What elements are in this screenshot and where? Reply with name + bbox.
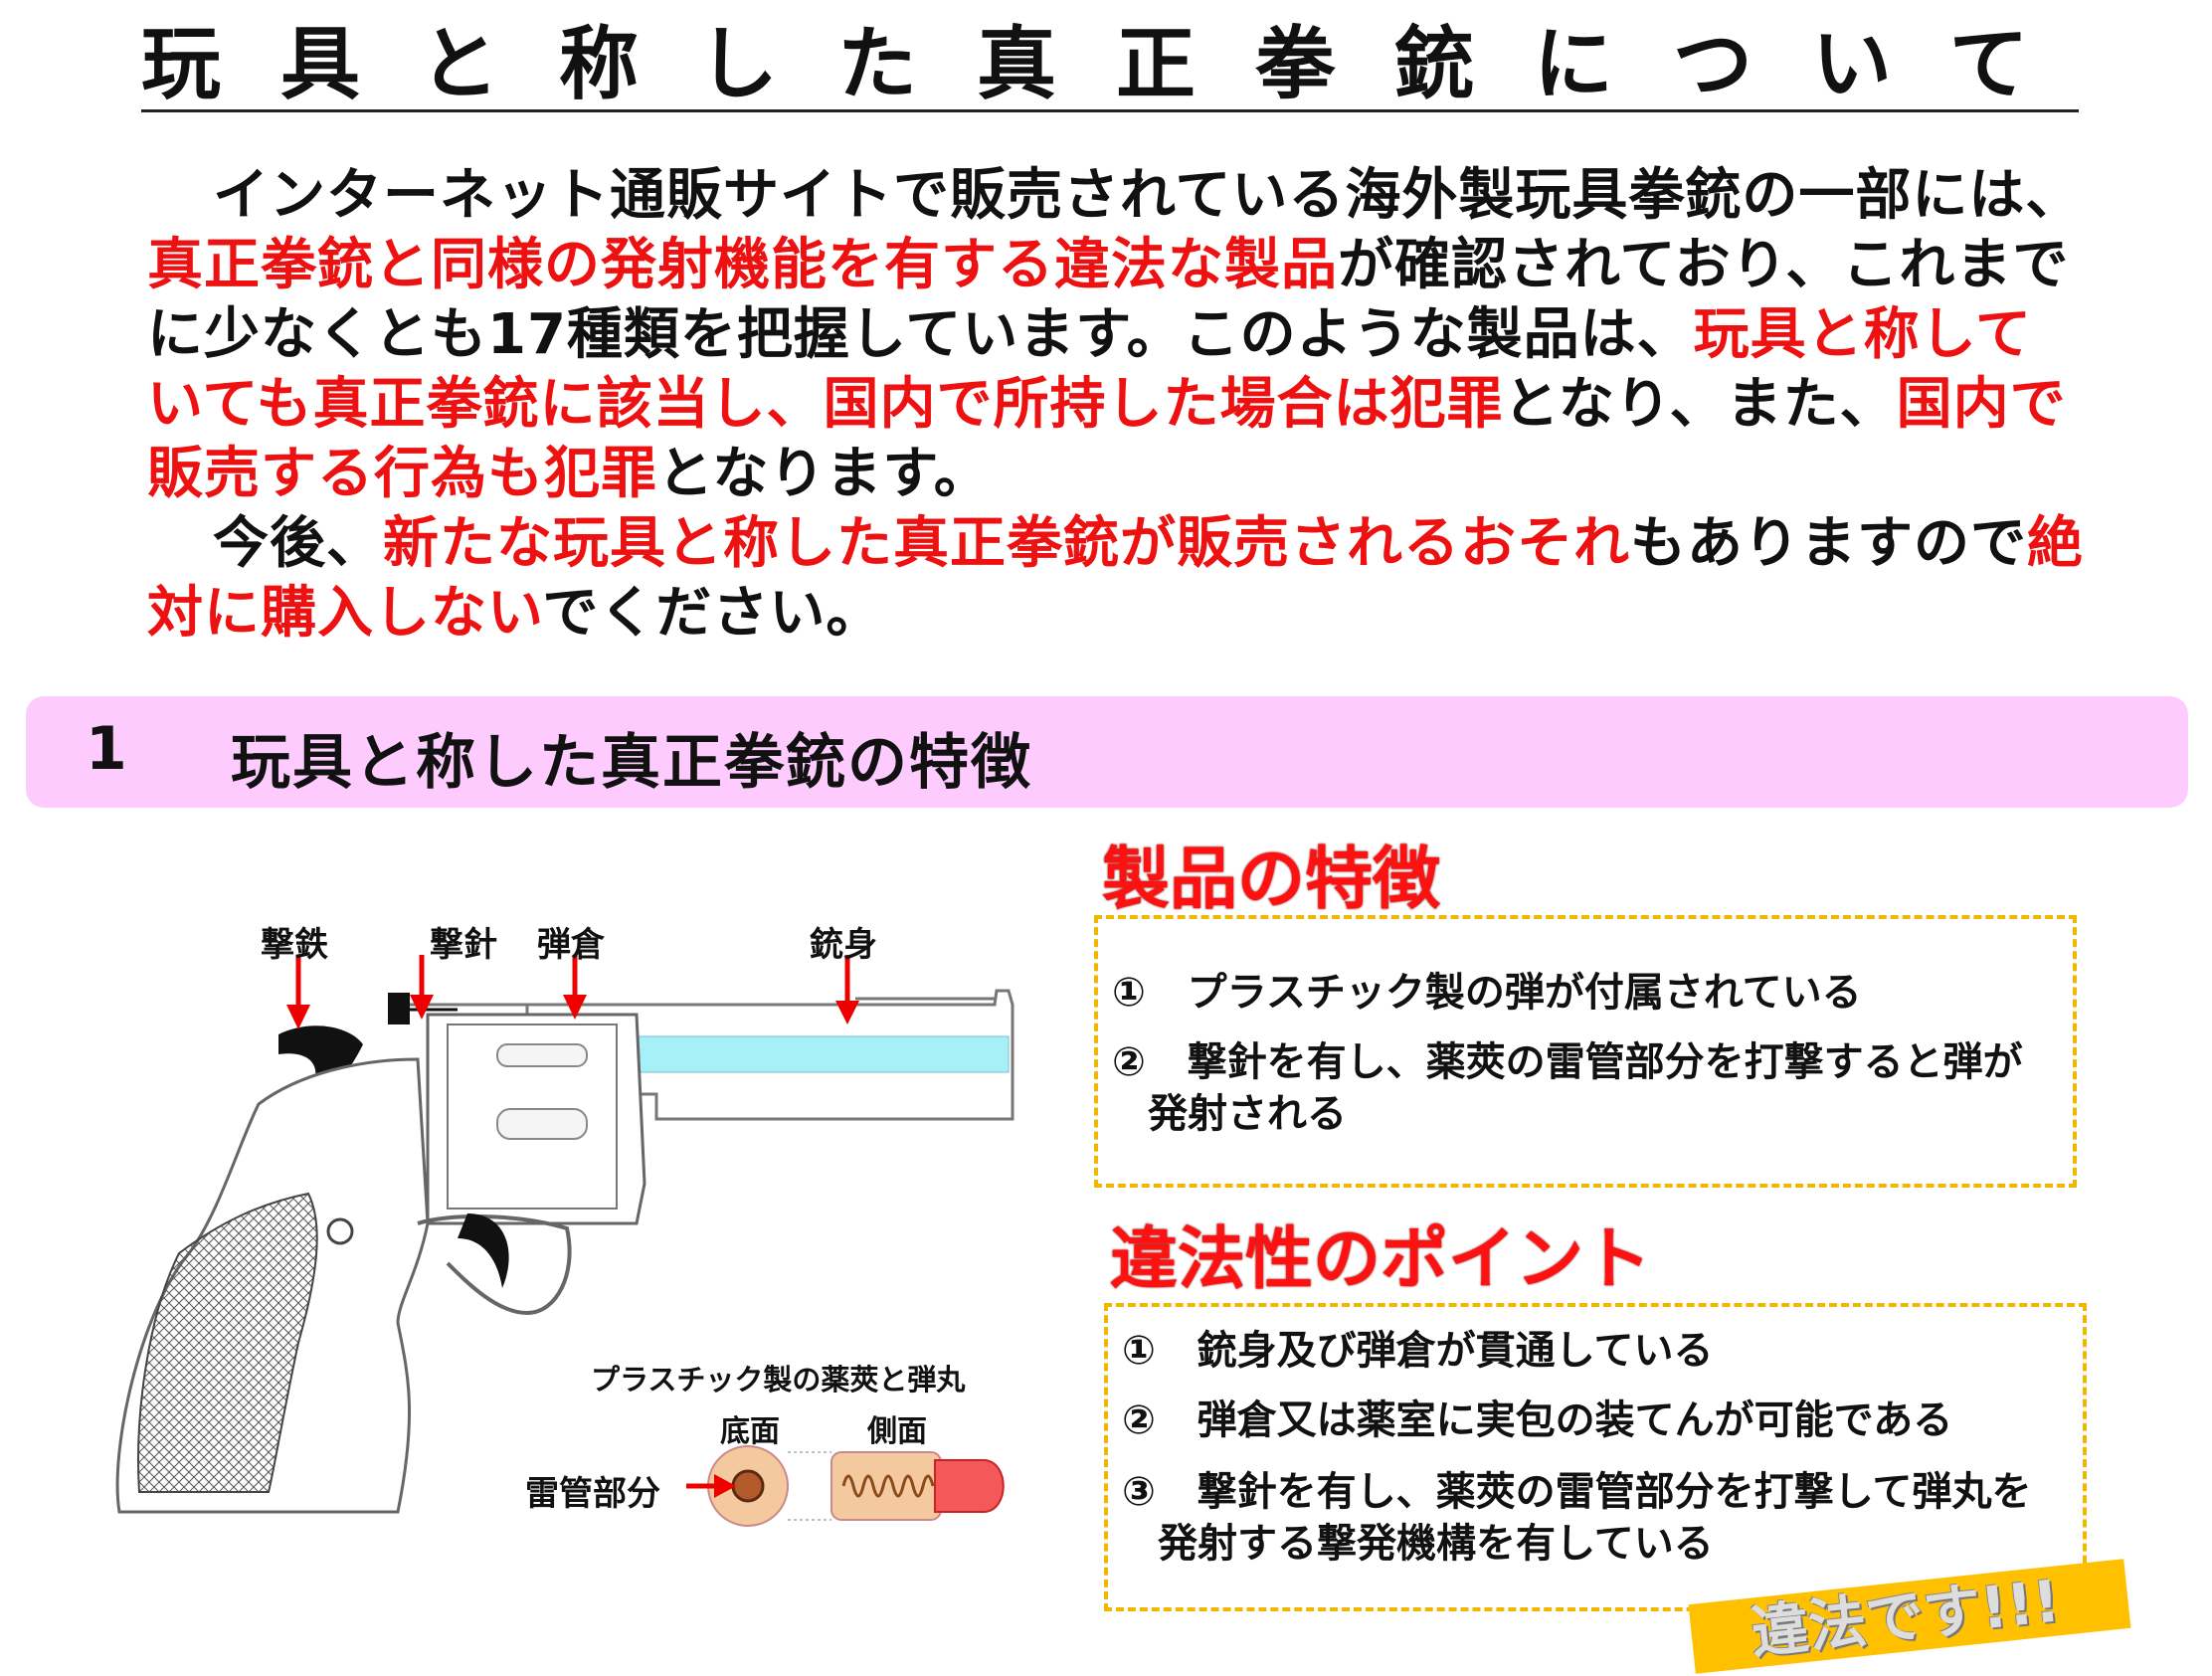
point-item-2: ② 弾倉又は薬室に実包の装てんが可能である [1122, 1395, 1952, 1446]
feature-item-2: ② 撃針を有し、薬莢の雷管部分を打撃すると弾が [1112, 1036, 2023, 1088]
intro-paragraph-2: 今後、新たな玩具と称した真正拳銃が販売されるおそれもありますので絶対に購入しない… [147, 509, 2087, 649]
side-view-label: 側面 [867, 1414, 927, 1449]
feature-item-2-cont: 発射される [1148, 1091, 1347, 1137]
intro-p2-segment: 今後、 [213, 511, 383, 576]
feature-2-number: ② [1112, 1039, 1146, 1085]
point-item-1: ① 銃身及び弾倉が貫通している [1122, 1325, 1713, 1377]
section-number: 1 [86, 714, 127, 784]
primer-label: 雷管部分 [525, 1474, 660, 1514]
revolver-diagram: 撃鉄 撃針 弾倉 銃身 プラスチック製の薬莢と弾丸 底面 側面 雷管部分 [99, 895, 1074, 1611]
feature-1-text: プラスチック製の弾が付属されている [1187, 970, 1862, 1016]
point-1-text: 銃身及び弾倉が貫通している [1197, 1328, 1714, 1374]
feature-2-text: 撃針を有し、薬莢の雷管部分を打撃すると弾が [1187, 1039, 2023, 1085]
point-1-number: ① [1122, 1328, 1156, 1374]
point-item-3-cont: 発射する撃発機構を有している [1158, 1521, 1714, 1567]
page-title: 玩具と称した真正拳銃について [141, 17, 2089, 112]
product-features-heading: 製品の特徴 [1102, 840, 1441, 919]
intro-p1-segment: となり、また、 [1503, 372, 1897, 437]
intro-p2-segment: 新たな玩具と称した真正拳銃が販売されるおそれ [383, 511, 1630, 576]
intro-p1-segment: となります。 [657, 442, 991, 506]
cartridge-caption: プラスチック製の薬莢と弾丸 [591, 1363, 966, 1397]
barrel-label: 銃身 [810, 925, 877, 965]
illegal-points-heading: 違法性のポイント [1110, 1220, 1652, 1299]
feature-item-1: ① プラスチック製の弾が付属されている [1112, 967, 1862, 1019]
section-header: 1 玩具と称した真正拳銃の特徴 [26, 696, 2188, 808]
intro-p1-segment: 玩具と称していても真正拳銃に該当し、国内で所持した場合は犯罪 [147, 302, 2032, 437]
feature-1-number: ① [1112, 970, 1146, 1016]
intro-p2-segment: もありますので [1630, 511, 2027, 576]
intro-p2-segment: 絶対に購入しない [147, 511, 2084, 646]
point-3-number: ③ [1122, 1469, 1156, 1515]
intro-p2-segment: でください。 [542, 581, 883, 646]
intro-p1-segment: インターネット通販サイトで販売されている海外製玩具拳銃の一部には、 [213, 163, 2083, 228]
revolver-illustration [115, 955, 1014, 1527]
firing-pin-label: 撃針 [430, 925, 497, 965]
point-2-number: ② [1122, 1397, 1156, 1443]
product-features-box: ① プラスチック製の弾が付属されている ② 撃針を有し、薬莢の雷管部分を打撃する… [1094, 915, 2077, 1188]
point-3-text: 撃針を有し、薬莢の雷管部分を打撃して弾丸を [1197, 1469, 2032, 1515]
intro-p1-segment: 国内で販売する行為も犯罪 [147, 372, 2067, 506]
intro-paragraph-1: インターネット通販サイトで販売されている海外製玩具拳銃の一部には、真正拳銃と同様… [147, 161, 2087, 509]
bottom-view-label: 底面 [720, 1414, 780, 1449]
intro-p1-segment: 真正拳銃と同様の発射機能を有する違法な製品 [147, 233, 1338, 297]
section-title: 玩具と称した真正拳銃の特徴 [231, 728, 1032, 798]
intro-p1-segment: が確認されており、これまでに少なくとも17種類を把握しています。このような製品は… [147, 233, 2070, 367]
hammer-label: 撃鉄 [261, 925, 328, 965]
cylinder-label: 弾倉 [537, 925, 605, 965]
intro-text: インターネット通販サイトで販売されている海外製玩具拳銃の一部には、真正拳銃と同様… [147, 161, 2087, 649]
point-2-text: 弾倉又は薬室に実包の装てんが可能である [1197, 1397, 1953, 1443]
illegal-points-box: ① 銃身及び弾倉が貫通している ② 弾倉又は薬室に実包の装てんが可能である ③ … [1104, 1303, 2087, 1611]
point-item-3: ③ 撃針を有し、薬莢の雷管部分を打撃して弾丸を [1122, 1466, 2031, 1518]
